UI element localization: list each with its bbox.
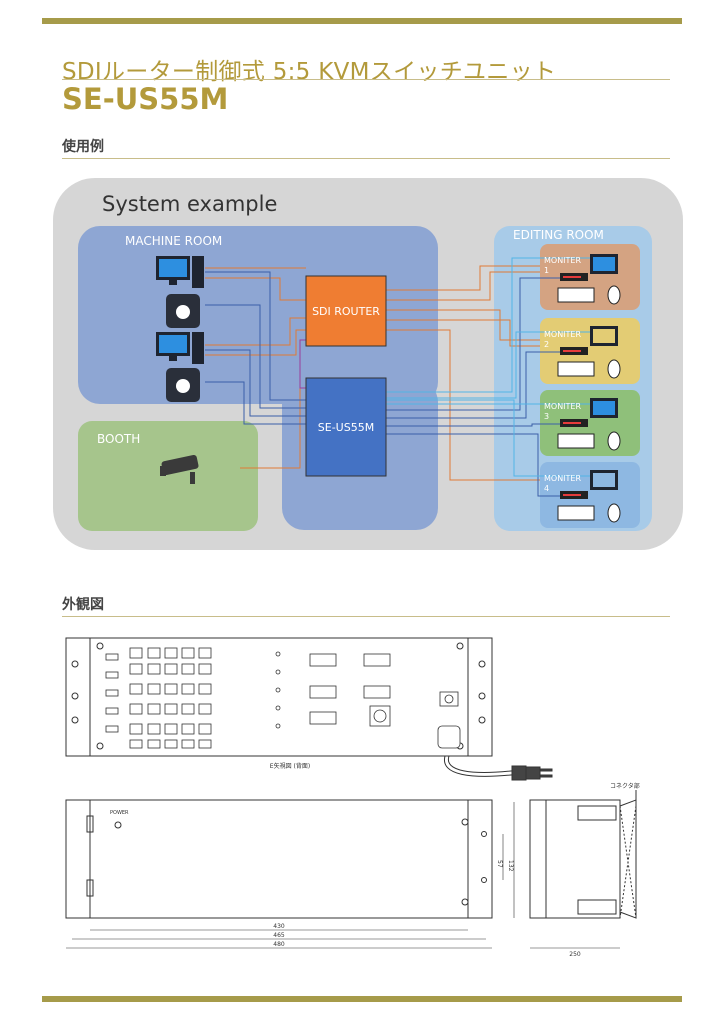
usage-rule bbox=[62, 158, 670, 159]
cyan-connection-lines bbox=[386, 257, 590, 477]
dim-depth: 250 bbox=[569, 951, 581, 958]
dim-width-inner: 430 bbox=[273, 923, 285, 930]
connector-label: コネクタ部 bbox=[610, 782, 640, 790]
top-view bbox=[65, 799, 493, 919]
desk-devices-3 bbox=[557, 398, 621, 451]
dsub-connectors bbox=[275, 651, 461, 749]
windows-pc-icon bbox=[156, 256, 204, 288]
top-gold-bar bbox=[42, 18, 682, 24]
bottom-gold-bar bbox=[42, 996, 682, 1002]
section-usage-heading: 使用例 bbox=[62, 139, 104, 155]
technical-drawing: E矢視図 (背面) POWER 430 465 480 250 57 132 bbox=[65, 637, 640, 958]
booth-label: BOOTH bbox=[97, 432, 140, 446]
blue-connection-lines bbox=[205, 271, 560, 497]
dim-width-outer: 480 bbox=[273, 941, 285, 948]
dim-width-mid: 465 bbox=[273, 932, 285, 939]
svg-text:2: 2 bbox=[544, 340, 549, 349]
desk-devices-2 bbox=[557, 326, 621, 379]
svg-text:3: 3 bbox=[544, 412, 549, 421]
booth-area bbox=[78, 421, 258, 531]
machine-room-label: MACHINE ROOM bbox=[125, 234, 222, 248]
mac-pc-icon bbox=[166, 368, 200, 402]
svg-text:4: 4 bbox=[544, 484, 549, 493]
power-label: POWER bbox=[110, 810, 129, 816]
product-title: SE-US55M bbox=[62, 82, 229, 116]
connector-grid bbox=[105, 647, 212, 749]
purple-connection-line bbox=[299, 339, 306, 389]
subtitle-rule bbox=[62, 79, 670, 80]
appearance-rule bbox=[62, 616, 670, 617]
svg-text:1: 1 bbox=[544, 266, 549, 275]
kvm-unit-box bbox=[305, 377, 387, 477]
rear-view-caption: E矢視図 (背面) bbox=[270, 762, 310, 770]
dim-height-inner: 57 bbox=[496, 860, 503, 868]
side-view bbox=[529, 790, 637, 919]
system-example-diagram: System example MACHINE ROOM BOOTH EDITIN… bbox=[53, 178, 683, 550]
camera-icon bbox=[160, 454, 199, 484]
svg-text:MONITER: MONITER bbox=[544, 402, 581, 411]
desk-devices-1 bbox=[557, 254, 621, 305]
dim-height-outer: 132 bbox=[507, 860, 514, 872]
editing-room-label: EDITING ROOM bbox=[513, 228, 604, 242]
product-subtitle: SDIルーター制御式 5:5 KVMスイッチユニット bbox=[62, 59, 557, 85]
sdi-router-box bbox=[305, 275, 387, 347]
power-cable bbox=[443, 755, 553, 781]
sdi-router-label: SDI ROUTER bbox=[312, 305, 380, 318]
svg-text:MONITER: MONITER bbox=[544, 474, 581, 483]
dimension-lines bbox=[66, 802, 620, 949]
mac-pc-icon bbox=[166, 294, 200, 328]
windows-pc-icon bbox=[156, 332, 204, 364]
system-title: System example bbox=[102, 192, 277, 216]
section-appearance-heading: 外観図 bbox=[62, 597, 104, 613]
svg-text:MONITER: MONITER bbox=[544, 256, 581, 265]
kvm-unit-label: SE-US55M bbox=[318, 421, 374, 434]
svg-text:MONITER: MONITER bbox=[544, 330, 581, 339]
desk-devices-4 bbox=[557, 470, 621, 523]
